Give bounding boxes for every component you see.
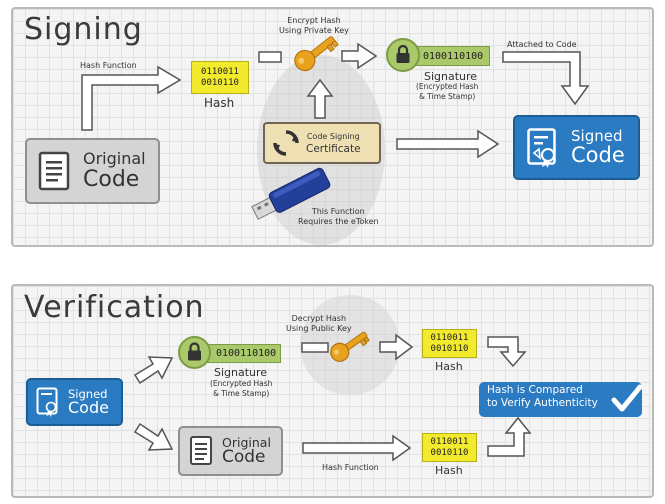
signature-sub-verify: (Encrypted Hash & Time Stamp) (210, 379, 273, 398)
document-icon (527, 127, 556, 168)
hash-bottom-line2: 0010110 (430, 447, 469, 458)
document-icon (38, 151, 70, 191)
code-signing-certificate: Code Signing Certificate (263, 122, 381, 164)
hash-function-label-verify: Hash Function (322, 463, 379, 472)
compare-line2: to Verify Authenticity (487, 397, 598, 409)
signature-bits-verify: 0100110100 (216, 348, 277, 359)
signed-code-box-verify: Signed Code (26, 378, 123, 426)
document-icon (36, 387, 58, 417)
hash-top-line2: 0010110 (430, 343, 469, 354)
hash-top-label: Hash (435, 360, 463, 373)
hash-bottom-line1: 0110011 (430, 436, 469, 447)
signed-code-line2: Code (571, 143, 625, 168)
signed-code-verify-line1: Signed (68, 386, 108, 401)
lock-icon (386, 38, 420, 72)
signed-code-line1: Signed (571, 126, 623, 145)
original-code-verify-line1: Original (222, 434, 271, 450)
document-icon (190, 436, 212, 465)
signature-bits: 0100110100 (423, 50, 484, 62)
hash-box-top: 0110011 0010110 (422, 329, 477, 358)
hash-label: Hash (204, 96, 235, 110)
signature-sub: (Encrypted Hash & Time Stamp) (416, 82, 479, 101)
hash-top-line1: 0110011 (430, 332, 469, 343)
original-code-box-verify: Original Code (178, 426, 283, 476)
attached-label: Attached to Code (507, 40, 577, 49)
signature-bar: 0100110100 (400, 46, 490, 66)
signed-code-box: Signed Code (513, 115, 640, 180)
hash-line1: 0110011 (201, 66, 239, 77)
hash-function-label: Hash Function (80, 61, 137, 70)
hash-compared-box: Hash is Compared to Verify Authenticity (479, 382, 642, 417)
signing-title: Signing (24, 12, 143, 47)
decrypt-caption: Decrypt Hash Using Public Key (286, 314, 352, 333)
etoken-caption: This Function Requires the eToken (298, 207, 379, 226)
original-code-verify-line2: Code (222, 446, 266, 467)
original-code-box: Original Code (25, 138, 160, 204)
signed-code-verify-line2: Code (68, 397, 109, 417)
signature-label-verify: Signature (214, 366, 268, 379)
original-code-line1: Original (83, 149, 146, 169)
original-code-line2: Code (83, 166, 140, 192)
compare-line1: Hash is Compared (487, 384, 583, 396)
certificate-line1: Code Signing (306, 131, 360, 141)
signature-label: Signature (424, 70, 478, 83)
certificate-icon (273, 130, 299, 156)
hash-box-bottom: 0110011 0010110 (422, 433, 477, 462)
lock-icon (178, 336, 211, 369)
certificate-line2: Certificate (306, 142, 361, 155)
hash-line2: 0010110 (201, 77, 239, 88)
hash-box: 0110011 0010110 (191, 61, 249, 94)
verification-title: Verification (24, 290, 205, 325)
encrypt-caption: Encrypt Hash Using Private Key (279, 16, 349, 35)
hash-bottom-label: Hash (435, 464, 463, 477)
